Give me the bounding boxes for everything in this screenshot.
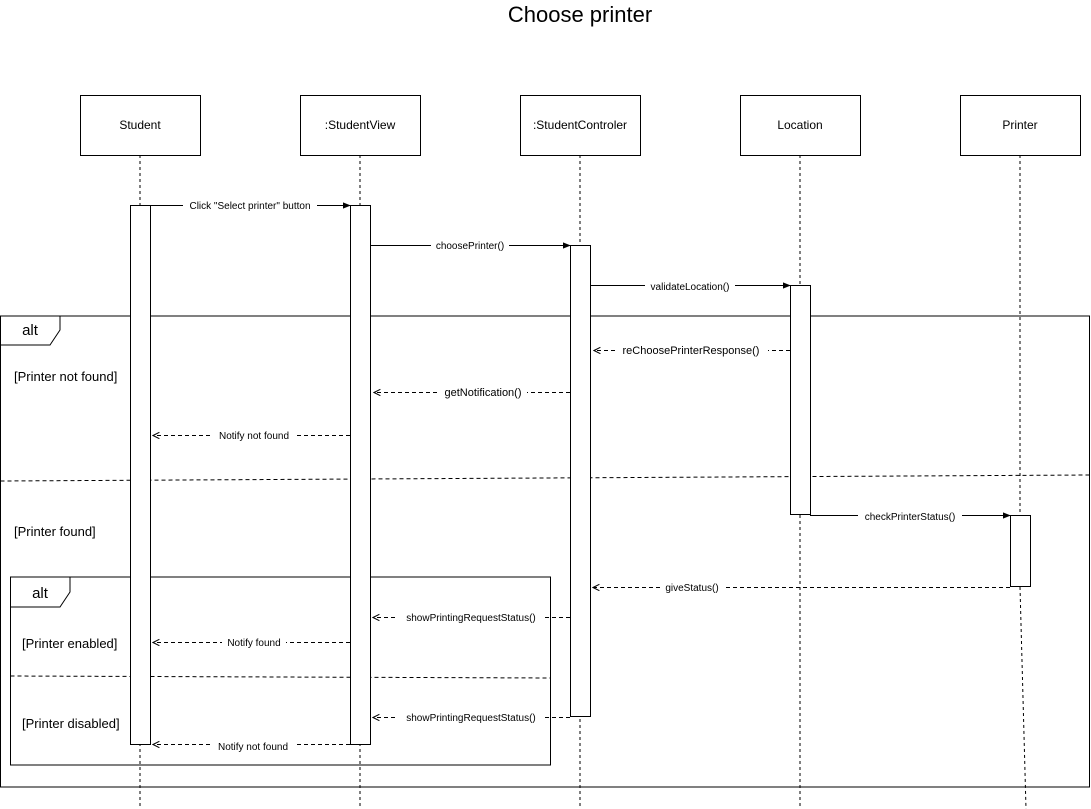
alt-divider: [10, 675, 551, 679]
message-label: Notify not found: [219, 431, 289, 442]
guard-printer-found: [Printer found]: [14, 524, 96, 539]
activation-controller: [570, 245, 591, 717]
guard-printer-disabled: [Printer disabled]: [22, 716, 120, 731]
message-label: Notify found: [227, 638, 280, 649]
message-label: reChoosePrinterResponse(): [623, 345, 760, 357]
activation-view: [350, 205, 371, 745]
lifeline-heads: Student :StudentView :StudentControler L…: [80, 95, 1081, 156]
lifeline-box-printer: [960, 95, 1081, 156]
lifeline-printer-lower: [1019, 586, 1027, 809]
guard-printer-enabled: [Printer enabled]: [22, 636, 117, 651]
activation-location: [790, 285, 811, 515]
lifeline-box-view: [300, 95, 421, 156]
lifeline-box-location: [740, 95, 861, 156]
message-label: Notify not found: [218, 742, 288, 753]
diagram-title: Choose printer: [508, 2, 652, 27]
activation-bars: [130, 205, 1031, 745]
message-label: validateLocation(): [651, 282, 730, 293]
alt-operator-label: alt: [32, 585, 49, 602]
alt-fragment-inner: alt [Printer enabled] [Printer disabled]: [10, 576, 551, 766]
message-label: choosePrinter(): [436, 241, 504, 252]
lifeline-label-location: Location: [777, 118, 822, 132]
activation-student: [130, 205, 151, 745]
lifeline-box-student: [80, 95, 201, 156]
message-label: getNotification(): [444, 387, 521, 399]
message-label: checkPrinterStatus(): [865, 512, 956, 523]
guard-printer-not-found: [Printer not found]: [14, 369, 117, 384]
message-label: showPrintingRequestStatus(): [406, 613, 536, 624]
messages: Click "Select printer" button choosePrin…: [150, 199, 1011, 753]
alt-divider: [0, 474, 1090, 482]
lifeline-label-controller: :StudentControler: [533, 118, 627, 132]
lifeline-label-view: :StudentView: [325, 118, 396, 132]
message-label: showPrintingRequestStatus(): [406, 713, 536, 724]
lifeline-label-student: Student: [119, 118, 161, 132]
alt-fragment-outer: alt [Printer not found] [Printer found]: [0, 315, 1090, 788]
alt-operator-label: alt: [22, 322, 39, 339]
lifeline-label-printer: Printer: [1002, 118, 1037, 132]
activation-printer: [1010, 515, 1031, 587]
message-label: Click "Select printer" button: [189, 201, 310, 212]
message-label: giveStatus(): [665, 583, 718, 594]
lifeline-box-controller: [520, 95, 641, 156]
